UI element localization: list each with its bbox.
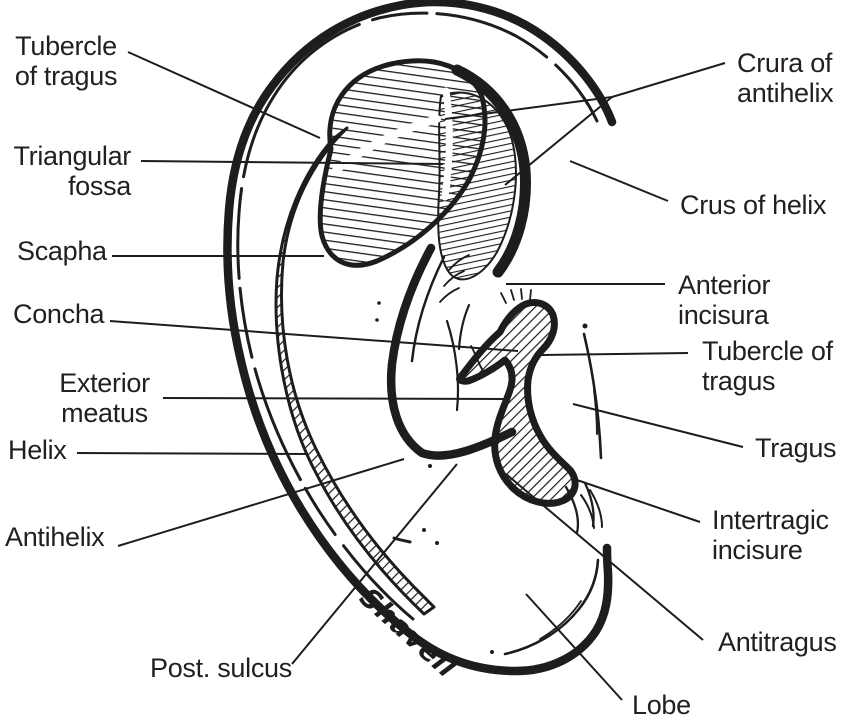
leader-line-exterior-meatus xyxy=(162,397,507,400)
leader-line-helix xyxy=(76,452,308,455)
leader-lines xyxy=(76,51,744,701)
antihelix-body-hatch xyxy=(437,91,517,281)
antihelix-feather-1 xyxy=(448,254,470,271)
lobe-contours xyxy=(503,558,600,656)
antihelix-feather-2 xyxy=(443,270,465,287)
leader-line-concha xyxy=(109,320,519,352)
tragus-shape xyxy=(456,299,579,507)
leader-line-crura-of-antihelix xyxy=(444,96,613,120)
antihelix-superior-arc xyxy=(451,64,531,278)
leader-line-tubercle-of-tragus-right xyxy=(540,352,689,356)
face-contour-lines xyxy=(582,332,603,460)
leader-line-crura-of-antihelix xyxy=(504,96,613,186)
antihelix-feather-3 xyxy=(439,287,460,303)
scapha-hatch-band xyxy=(274,126,436,616)
antitragus-arcs xyxy=(580,489,603,529)
leader-line-lobe xyxy=(525,593,623,701)
leader-line-crura-of-antihelix xyxy=(611,62,726,98)
leader-line-antitragus xyxy=(505,473,704,641)
crus-ridge-highlight-2 xyxy=(441,87,453,201)
leader-line-tubercle-of-tragus-left xyxy=(127,51,321,139)
inner-helix-line xyxy=(236,11,599,621)
leader-line-tragus xyxy=(572,403,744,448)
outer-helix-outline xyxy=(223,0,617,676)
leader-line-antihelix xyxy=(117,458,405,547)
antihelix-inner-line xyxy=(410,255,446,363)
leader-line-post-sulcus xyxy=(291,463,458,665)
tragus-spikes xyxy=(500,288,532,304)
leader-line-intertragic-incisure xyxy=(573,478,701,523)
ink-dots xyxy=(375,301,588,654)
antihelix-inferior-band xyxy=(386,243,517,460)
leader-line-crus-of-helix xyxy=(569,160,669,202)
leader-line-triangular-fossa xyxy=(140,160,444,165)
